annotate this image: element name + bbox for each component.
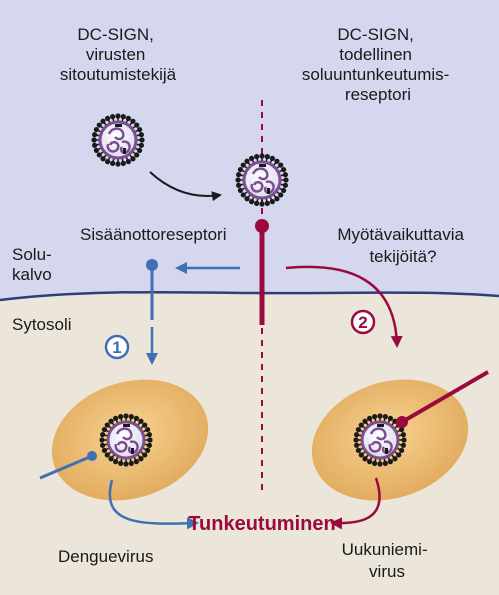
virus-spike-stalk [358,444,362,445]
virus-spike-stalk [113,118,114,122]
virus-spike [94,148,99,153]
left-cell-receptor-head [87,451,97,461]
virus-spike [113,459,118,464]
virus-spike [94,127,99,132]
virus-core [362,422,398,458]
pathway-1-marker: 1 [106,336,128,358]
virus-spike [270,199,275,204]
entry-label: Tunkeutuminen [188,513,335,535]
virus-spike [388,416,393,421]
virus-spike [145,448,150,453]
virus-spike-stalk [130,459,131,463]
virus-spike [134,459,139,464]
virus-spike-stalk [266,199,267,203]
virus-spike-stalk [122,118,123,122]
virus-spike-stalk [281,184,285,185]
cytosol-label: Sytosoli [12,315,72,334]
virus-spike [105,116,110,121]
virus-spike-stalk [96,135,100,136]
virus-spike-stalk [257,158,258,162]
virus-spike [102,427,107,432]
virus-spike [367,459,372,464]
virus-spike [238,188,243,193]
virus-spike [356,448,361,453]
virus-spike-stalk [240,175,244,176]
virus-spike [270,156,275,161]
virus-spike [126,159,131,164]
virus-spike-stalk [113,159,114,163]
virus-spike [399,448,404,453]
membrane-label: Solu- kalvo [12,245,56,284]
virus-spike [367,416,372,421]
right-cell-receptor-head [396,416,408,428]
virus-spike [356,427,361,432]
virus-spike-stalk [121,459,122,463]
virus-spike [102,448,107,453]
virus-spike [113,416,118,421]
virus-spike-stalk [96,144,100,145]
virus-spike-stalk [122,159,123,163]
virus-spike-stalk [257,199,258,203]
virus-spike-stalk [281,175,285,176]
virus-spike [249,199,254,204]
virus-spike [105,159,110,164]
virus-spike-stalk [399,435,403,436]
virus-spike-stalk [358,435,362,436]
virus-spike [145,427,150,432]
virus-spike-stalk [137,135,141,136]
virus-spike-stalk [145,444,149,445]
virus-spike-stalk [137,144,141,145]
virus-core [100,122,136,158]
virus-spike-stalk [121,418,122,422]
uptake-receptor-label: Sisäänottoreseptori [80,225,226,244]
svg-text:2: 2 [358,313,367,332]
virus-spike-stalk [145,435,149,436]
virus-spike [249,156,254,161]
virus-core [108,422,144,458]
virus-spike-stalk [384,418,385,422]
virus-spike [388,459,393,464]
virus-spike [137,127,142,132]
virus-spike-stalk [104,444,108,445]
virus-spike-stalk [104,435,108,436]
pathway-2-marker: 2 [352,311,374,333]
dengue-label: Denguevirus [58,547,153,566]
virus-spike [126,116,131,121]
virus-spike [134,416,139,421]
virus-spike-stalk [130,418,131,422]
svg-text:1: 1 [112,338,121,357]
virus-core [244,162,280,198]
virus-spike-stalk [375,418,376,422]
virus-spike-stalk [399,444,403,445]
virus-spike-stalk [240,184,244,185]
virus-spike [281,167,286,172]
virus-spike [137,148,142,153]
virus-spike-stalk [375,459,376,463]
dcsign-receptor-head [255,219,269,233]
virus-spike [238,167,243,172]
virus-spike-stalk [266,158,267,162]
virus-spike-stalk [384,459,385,463]
virus-spike [281,188,286,193]
